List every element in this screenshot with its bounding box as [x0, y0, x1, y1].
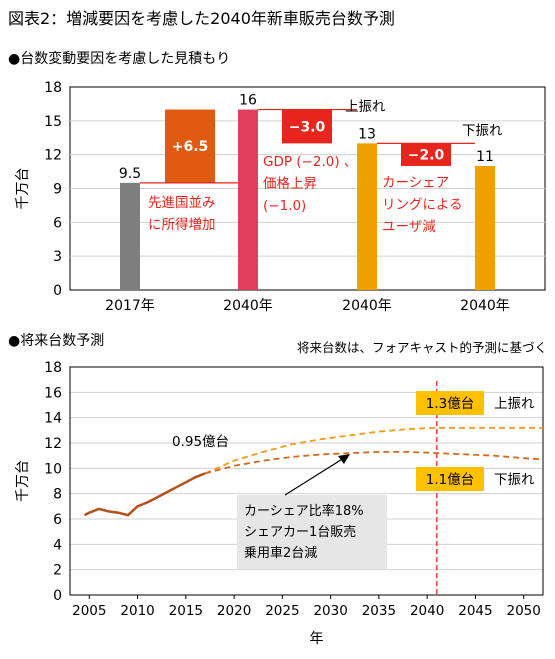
chart2-note-line: カーシェア比率18%	[244, 503, 364, 519]
chart2-note-line: シェアカー1台販売	[244, 524, 356, 540]
chart2-y-tick-label: 2	[53, 563, 62, 579]
chart2-series-line	[204, 426, 543, 475]
chart2-x-tick-label: 2015	[169, 603, 203, 619]
waterfall-chart: ●台数変動要因を考慮した見積もり 0 3 6 9 12 15 18 千万台 2017年 2040年…	[8, 50, 546, 314]
chart2-subtitle: 将来台数は、フォアキャスト的予測に基づく	[297, 340, 547, 355]
chart2-lower-box-label: 1.1億台	[426, 472, 474, 488]
chart1-y-tick-label: 18	[44, 80, 62, 96]
chart1-annotation: 先進国並み	[148, 195, 216, 211]
chart1-step-box	[165, 109, 215, 183]
chart1-bar-value-label: 9.5	[119, 166, 141, 182]
chart1-annotation: GDP (−2.0) 、	[263, 154, 357, 170]
chart2-y-tick-label: 6	[53, 512, 62, 528]
chart2-plot-frame	[69, 366, 544, 596]
chart1-step-box	[401, 143, 451, 166]
chart2-x-tick-label: 2050	[507, 603, 541, 619]
chart2-y-tick-label: 12	[44, 436, 62, 452]
chart2-upper-box-label: 1.3億台	[426, 396, 474, 412]
chart1-bar-value-label: 16	[239, 93, 257, 109]
chart2-x-tick-label: 2005	[72, 603, 106, 619]
chart2-x-tick-label: 2010	[120, 603, 154, 619]
figure-title: 図表2：増減要因を考慮した2040年新車販売台数予測	[8, 9, 395, 28]
chart2-x-tick-label: 2030	[313, 603, 347, 619]
chart2-note-arrow-line	[284, 457, 345, 496]
chart1-bar-value-label: 11	[476, 149, 494, 165]
chart1-bar	[357, 143, 377, 290]
chart1-annotation: 価格上昇	[263, 176, 317, 192]
chart2-x-tick-label: 2020	[217, 603, 251, 619]
chart1-bar	[475, 165, 495, 290]
chart1-y-tick-label: 0	[53, 283, 62, 299]
chart2-y-tick-label: 18	[44, 360, 62, 376]
chart2-y-tick-label: 10	[44, 461, 62, 477]
chart1-y-axis-label: 千万台	[15, 168, 31, 210]
chart2-title: ●将来台数予測	[8, 333, 104, 349]
chart1-annotation: リングによる	[382, 197, 463, 213]
chart1-y-tick-label: 9	[53, 182, 62, 198]
chart2-x-tick-label: 2040	[410, 603, 444, 619]
chart1-x-tick-label: 2040年	[223, 298, 273, 314]
chart1-y-tick-label: 12	[44, 148, 62, 164]
chart1-x-tick-label: 2040年	[342, 298, 392, 314]
chart1-annotation: に所得増加	[148, 216, 216, 233]
chart2-y-tick-label: 0	[53, 588, 62, 604]
chart2-x-tick-label: 2035	[362, 603, 396, 619]
chart2-lower-label: 下振れ	[494, 472, 535, 488]
chart1-y-tick-label: 6	[53, 215, 62, 231]
chart2-note-box	[237, 495, 387, 569]
chart2-series-line	[204, 451, 544, 475]
chart2-y-axis-label: 千万台	[15, 460, 31, 502]
chart2-y-tick-label: 8	[53, 487, 62, 503]
chart2-x-tick-label: 2045	[458, 603, 492, 619]
chart2-x-tick-label: 2025	[265, 603, 299, 619]
chart1-bar	[120, 182, 140, 290]
chart1-step-box	[282, 109, 332, 144]
chart1-bar-value-label: 13	[358, 126, 376, 142]
chart2-upper-box	[416, 391, 484, 415]
chart2-x-axis-label: 年	[310, 631, 324, 647]
forecast-line-chart: ●将来台数予測 将来台数は、フォアキャスト的予測に基づく 0 2 4 6 8 10 12 14…	[8, 333, 547, 647]
chart1-annotation: (−1.0)	[263, 198, 306, 214]
chart2-y-tick-label: 14	[44, 411, 62, 427]
chart1-bar	[238, 109, 258, 290]
chart1-annotation: 上振れ	[345, 99, 386, 115]
chart1-title: ●台数変動要因を考慮した見積もり	[8, 50, 230, 67]
chart2-note-arrow-head	[338, 454, 350, 464]
chart1-y-tick-label: 3	[53, 249, 62, 265]
chart2-note-line: 乗用車2台減	[244, 545, 317, 561]
chart1-step-label: −2.0	[408, 148, 445, 164]
chart1-step-label: −3.0	[289, 119, 326, 135]
chart2-y-tick-label: 16	[44, 385, 62, 401]
chart1-annotation: カーシェア	[382, 175, 449, 191]
chart2-point-label: 0.95億台	[172, 434, 229, 450]
chart1-annotation: 下振れ	[462, 123, 503, 139]
chart2-y-tick-label: 4	[53, 537, 62, 553]
chart1-x-tick-label: 2040年	[460, 298, 510, 314]
chart1-annotation: ユーザ減	[382, 218, 436, 235]
chart1-y-tick-label: 15	[44, 114, 62, 130]
chart2-lower-box	[416, 467, 484, 491]
chart1-step-label: +6.5	[172, 139, 209, 155]
chart2-series-line	[83, 472, 206, 517]
chart1-x-tick-label: 2017年	[105, 298, 155, 314]
chart2-upper-label: 上振れ	[494, 396, 535, 412]
